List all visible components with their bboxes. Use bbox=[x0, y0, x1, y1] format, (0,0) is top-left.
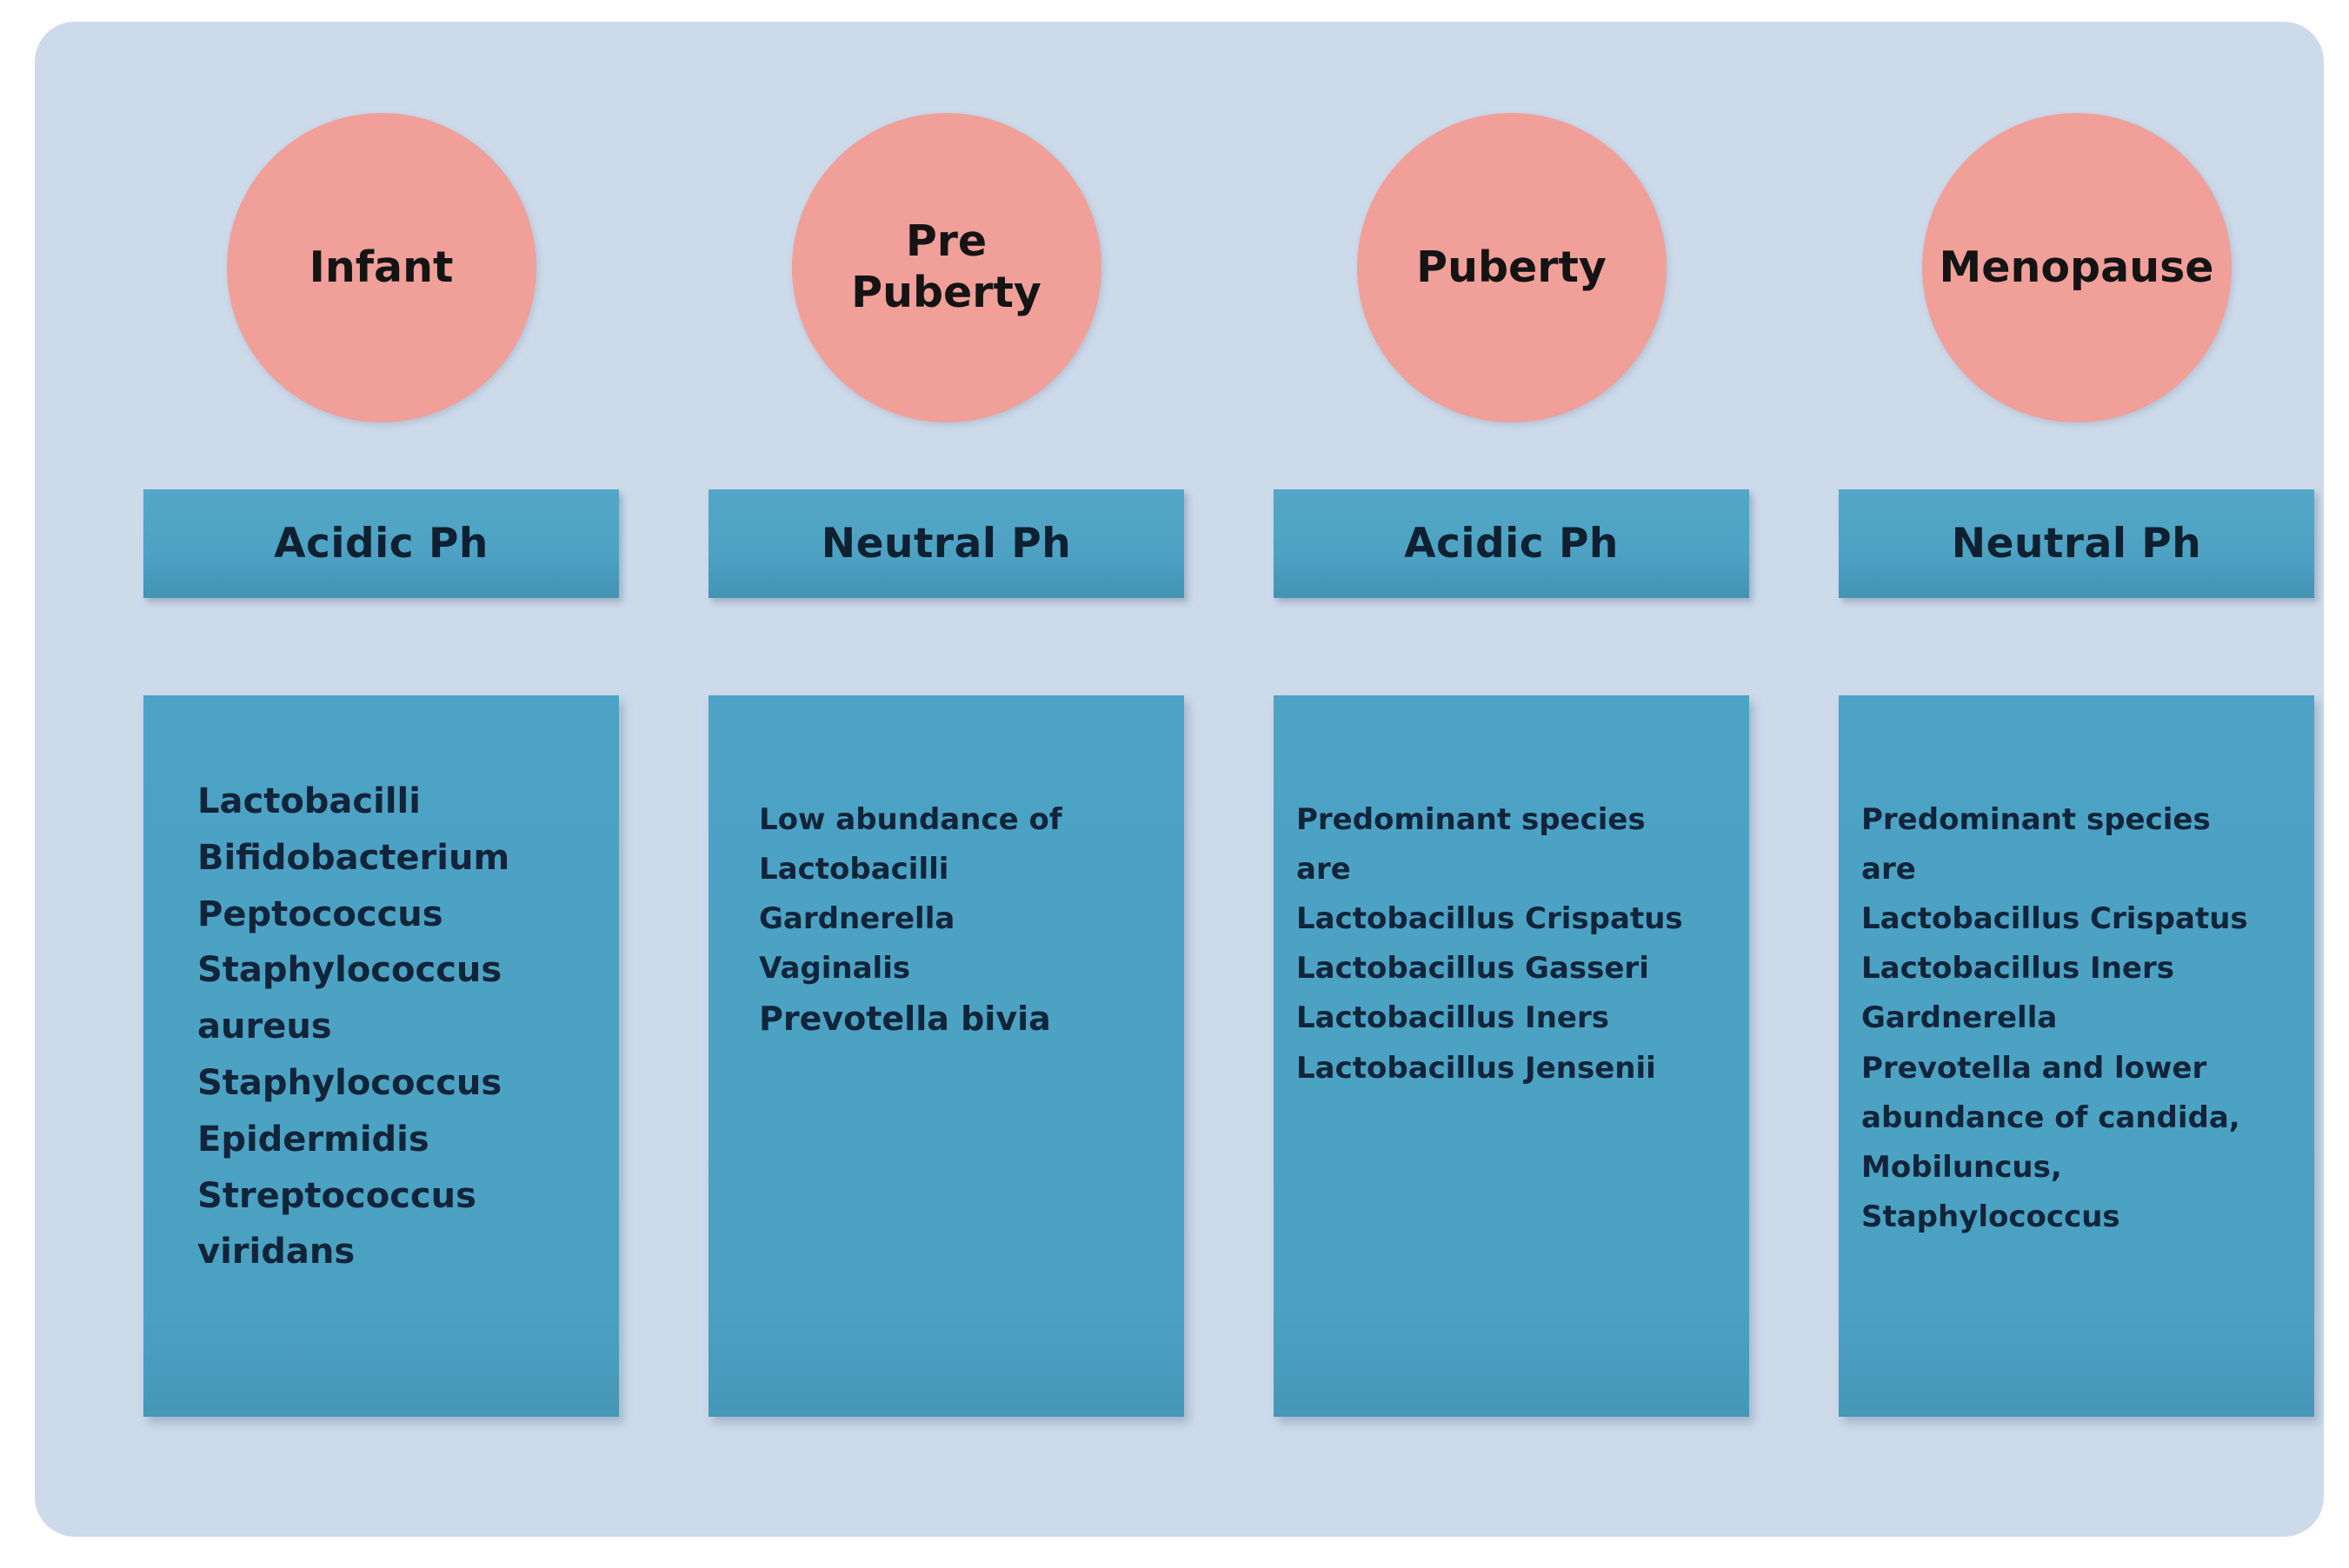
column-menopause: Menopause Neutral Ph Predominant species… bbox=[1839, 22, 2314, 1417]
stage-circle-infant: Infant bbox=[226, 113, 536, 422]
column-pre-puberty: Pre Puberty Neutral Ph Low abundance of … bbox=[709, 22, 1184, 1417]
ph-label: Neutral Ph bbox=[821, 520, 1072, 568]
stage-label: Pre Puberty bbox=[851, 216, 1041, 317]
ph-bar: Acidic Ph bbox=[1274, 489, 1749, 598]
ph-bar: Neutral Ph bbox=[1839, 489, 2314, 598]
species-list: Lactobacilli Bifidobacterium Peptococcus… bbox=[197, 781, 510, 1272]
species-box: Predominant species are Lactobacillus Cr… bbox=[1274, 695, 1749, 1417]
ph-label: Acidic Ph bbox=[1404, 520, 1619, 568]
column-infant: Infant Acidic Ph Lactobacilli Bifidobact… bbox=[143, 22, 619, 1417]
species-box: Predominant species are Lactobacillus Cr… bbox=[1839, 695, 2314, 1417]
ph-bar: Acidic Ph bbox=[143, 489, 619, 598]
species-list: Low abundance of Lactobacilli Gardnerell… bbox=[759, 802, 1062, 987]
column-puberty: Puberty Acidic Ph Predominant species ar… bbox=[1274, 22, 1749, 1417]
stage-label: Puberty bbox=[1416, 242, 1607, 292]
stage-circle-puberty: Puberty bbox=[1356, 113, 1667, 422]
stage-label: Menopause bbox=[1939, 242, 2214, 292]
species-list-emphasis: Prevotella bivia bbox=[759, 1000, 1051, 1039]
stage-label: Infant bbox=[309, 242, 454, 292]
ph-label: Neutral Ph bbox=[1951, 520, 2202, 568]
stage-circle-pre-puberty: Pre Puberty bbox=[791, 113, 1101, 422]
stage-columns: Infant Acidic Ph Lactobacilli Bifidobact… bbox=[143, 22, 2314, 1417]
ph-label: Acidic Ph bbox=[274, 520, 489, 568]
stage-circle-menopause: Menopause bbox=[1921, 113, 2232, 422]
species-list: Predominant species are Lactobacillus Cr… bbox=[1861, 802, 2248, 1234]
species-box: Lactobacilli Bifidobacterium Peptococcus… bbox=[143, 695, 619, 1417]
species-box: Low abundance of Lactobacilli Gardnerell… bbox=[709, 695, 1184, 1417]
diagram-panel: Infant Acidic Ph Lactobacilli Bifidobact… bbox=[35, 22, 2324, 1537]
species-list: Predominant species are Lactobacillus Cr… bbox=[1296, 802, 1683, 1086]
ph-bar: Neutral Ph bbox=[709, 489, 1184, 598]
